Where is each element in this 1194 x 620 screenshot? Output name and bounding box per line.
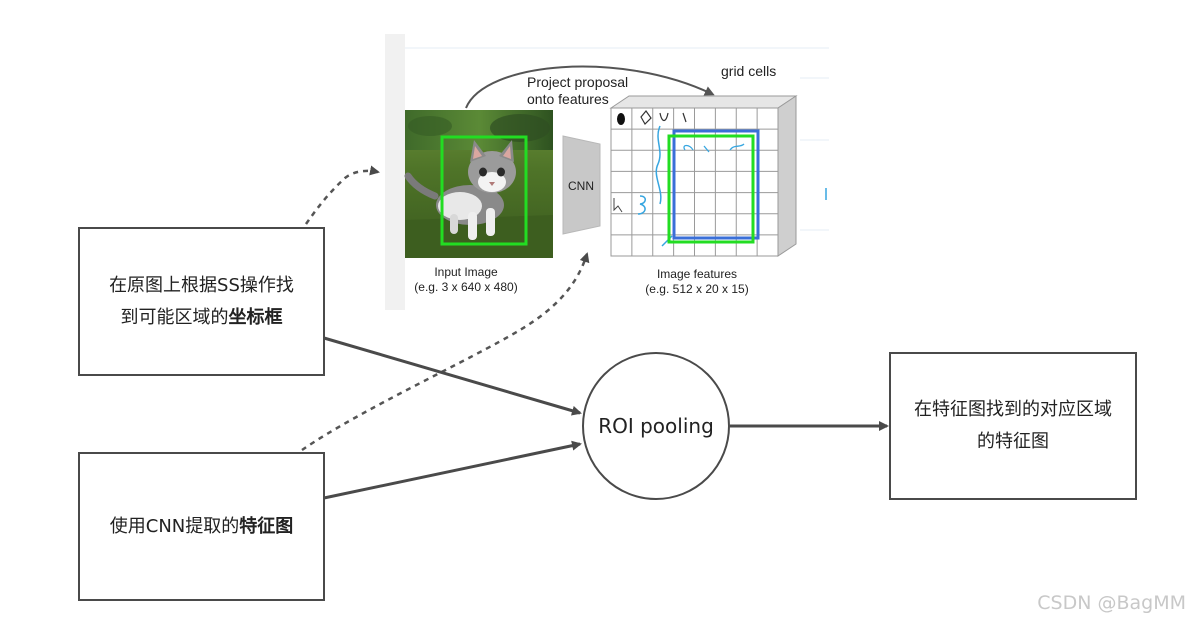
grid-cells-label: grid cells bbox=[721, 63, 776, 79]
output-line1: 在特征图找到的对应区域 bbox=[914, 399, 1112, 420]
cat-photo bbox=[404, 110, 553, 258]
output-box: 在特征图找到的对应区域 的特征图 bbox=[889, 352, 1137, 500]
coords-line1: 在原图上根据SS操作找 bbox=[109, 274, 294, 296]
dashed-arrow-to-features bbox=[301, 252, 590, 452]
coords-box: 在原图上根据SS操作找 到可能区域的坐标框 bbox=[78, 227, 325, 376]
black-dot-mark bbox=[617, 113, 625, 125]
cat-green-bbox bbox=[440, 135, 528, 246]
arrow-features-to-roi bbox=[323, 440, 582, 500]
cnn-features-text: 使用CNN提取的特征图 bbox=[110, 511, 294, 543]
cnn-block bbox=[562, 135, 601, 235]
input-image-dims: (e.g. 3 x 640 x 480) bbox=[414, 280, 517, 294]
project-proposal-label: Project proposal bbox=[527, 74, 628, 90]
arrow-coords-to-roi bbox=[323, 336, 582, 416]
cnn-features-plain: 使用CNN提取的 bbox=[109, 515, 240, 537]
roi-pooling-node: ROI pooling bbox=[582, 352, 730, 500]
screenshot-left-edge bbox=[385, 34, 405, 310]
cnn-features-bold: 特征图 bbox=[239, 515, 294, 537]
cnn-label: CNN bbox=[568, 179, 594, 193]
coords-line2-bold: 坐标框 bbox=[228, 306, 283, 328]
input-image-label: Input Image bbox=[434, 265, 498, 279]
roi-pooling-label: ROI pooling bbox=[598, 414, 714, 438]
feature-blue-bbox bbox=[672, 129, 760, 240]
feature-green-bbox bbox=[667, 134, 755, 244]
blue-bracket-mark bbox=[655, 125, 662, 205]
dashed-arrow-to-input bbox=[304, 165, 380, 225]
coords-line2-plain: 到可能区域的 bbox=[120, 306, 229, 328]
cnn-features-box: 使用CNN提取的特征图 bbox=[78, 452, 325, 601]
onto-features-label: onto features bbox=[527, 91, 609, 107]
feature-grid bbox=[609, 95, 798, 257]
watermark: CSDN @BagMM bbox=[1037, 592, 1186, 614]
image-features-dims: (e.g. 512 x 20 x 15) bbox=[645, 282, 748, 296]
projection-arc bbox=[465, 65, 715, 109]
output-line2: 的特征图 bbox=[977, 431, 1049, 452]
image-features-label: Image features bbox=[657, 267, 737, 281]
coords-line2: 到可能区域的坐标框 bbox=[109, 302, 294, 334]
